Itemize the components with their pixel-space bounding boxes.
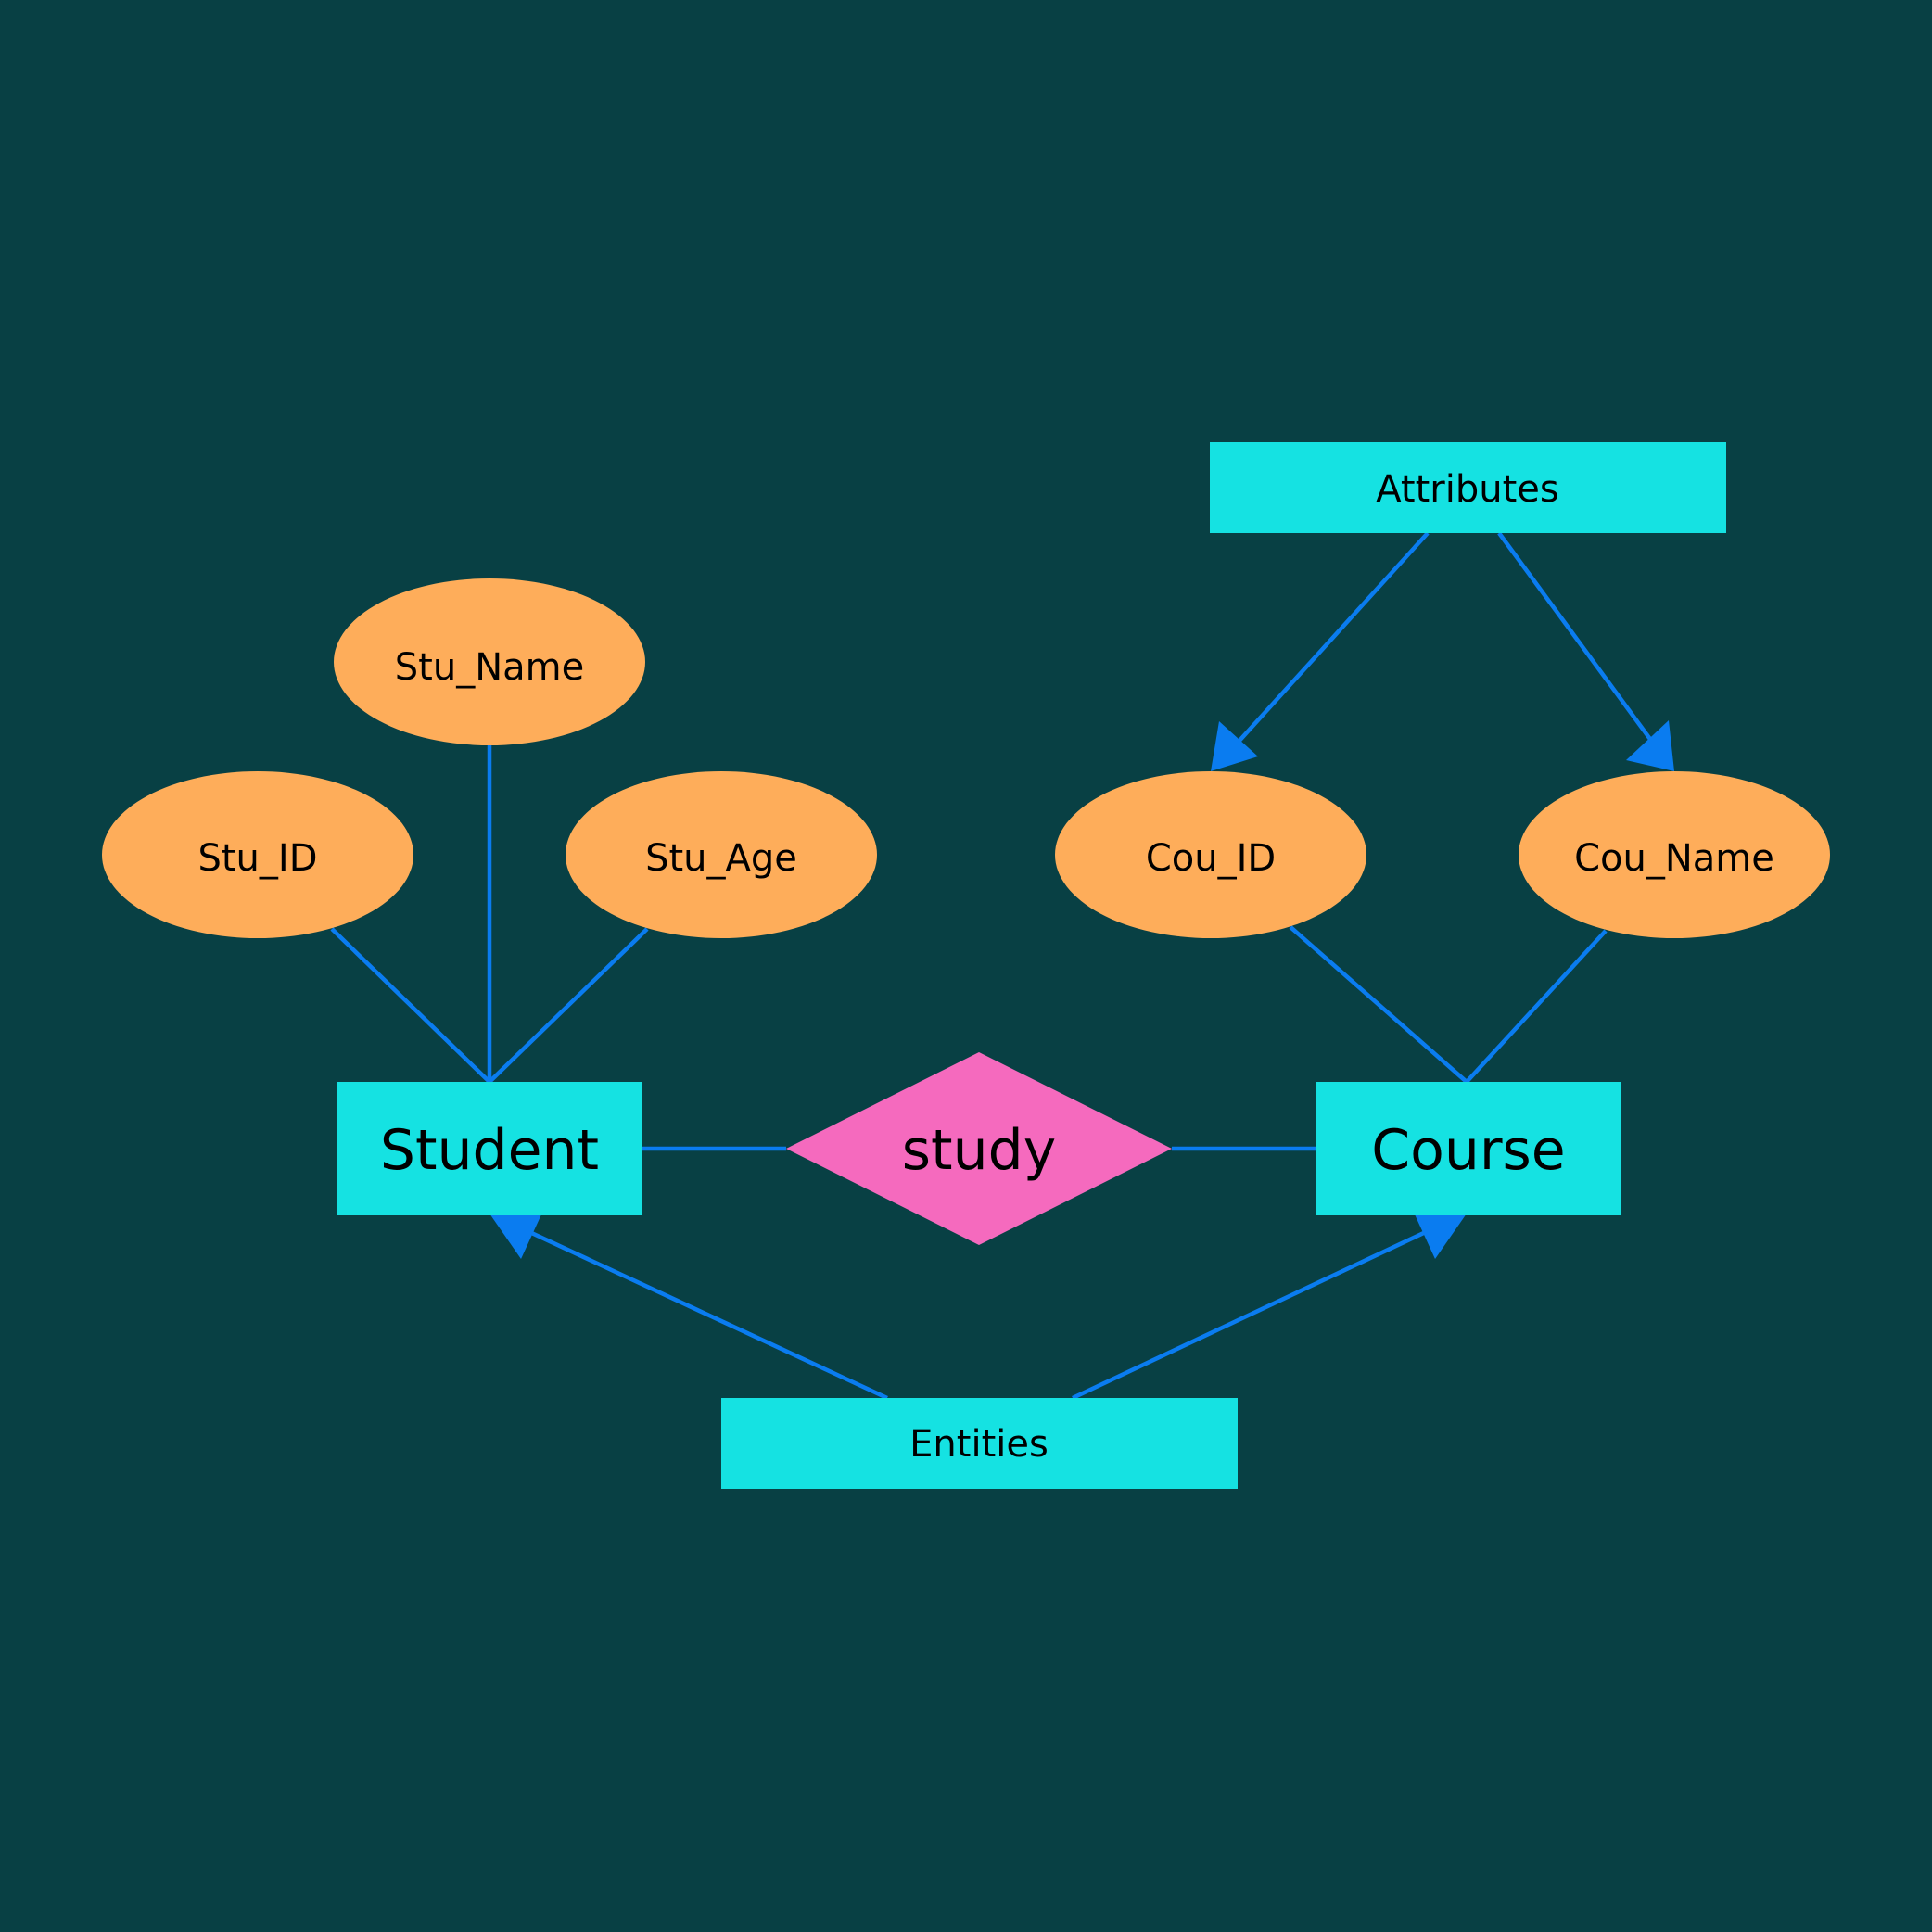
annotation-entities[interactable]: Entities bbox=[721, 1398, 1238, 1489]
arrowhead-cou-id bbox=[1211, 721, 1258, 771]
annotation-shape bbox=[1210, 442, 1726, 533]
connector-stu-id-student bbox=[330, 927, 491, 1084]
attribute-cou-name[interactable]: Cou_Name bbox=[1519, 771, 1830, 938]
attribute-stu-age-label: Stu_Age bbox=[645, 837, 797, 880]
arrowhead-cou-name bbox=[1626, 720, 1674, 771]
attribute-shape bbox=[334, 578, 645, 745]
entity-course[interactable]: Course bbox=[1316, 1082, 1621, 1215]
attribute-shape bbox=[1519, 771, 1830, 938]
attribute-shape bbox=[566, 771, 877, 938]
relationship-study-label: study bbox=[902, 1118, 1056, 1183]
attribute-stu-name-label: Stu_Name bbox=[395, 646, 584, 689]
relationship-study[interactable]: study bbox=[786, 1052, 1172, 1245]
attribute-stu-id-label: Stu_ID bbox=[197, 837, 317, 880]
entity-course-label: Course bbox=[1371, 1118, 1565, 1183]
attribute-stu-age[interactable]: Stu_Age bbox=[566, 771, 877, 938]
arrowhead-student bbox=[489, 1214, 541, 1259]
attribute-stu-name[interactable]: Stu_Name bbox=[334, 578, 645, 745]
arrow-attributes-to-cou-name bbox=[1497, 531, 1654, 744]
annotation-shape bbox=[721, 1398, 1238, 1489]
entity-student[interactable]: Student bbox=[337, 1082, 642, 1215]
entity-shape bbox=[337, 1082, 642, 1215]
attribute-cou-id[interactable]: Cou_ID bbox=[1055, 771, 1366, 938]
attribute-cou-name-label: Cou_Name bbox=[1574, 837, 1774, 880]
entity-student-label: Student bbox=[380, 1118, 599, 1183]
entity-shape bbox=[1316, 1082, 1621, 1215]
attribute-shape bbox=[1055, 771, 1366, 938]
connector-cou-id-course bbox=[1289, 925, 1468, 1084]
arrow-attributes-to-cou-id bbox=[1237, 531, 1430, 744]
annotation-entities-label: Entities bbox=[909, 1423, 1049, 1466]
connector-cou-name-course bbox=[1465, 929, 1608, 1084]
arrowhead-course bbox=[1415, 1214, 1467, 1259]
attribute-stu-id[interactable]: Stu_ID bbox=[102, 771, 413, 938]
attribute-cou-id-label: Cou_ID bbox=[1146, 837, 1276, 880]
annotation-attributes[interactable]: Attributes bbox=[1210, 442, 1726, 533]
connector-stu-age-student bbox=[488, 927, 649, 1084]
arrow-entities-to-student bbox=[525, 1227, 888, 1401]
annotation-attributes-label: Attributes bbox=[1376, 468, 1558, 511]
relationship-shape bbox=[786, 1052, 1172, 1245]
attribute-shape bbox=[102, 771, 413, 938]
arrow-entities-to-course bbox=[1072, 1227, 1430, 1401]
